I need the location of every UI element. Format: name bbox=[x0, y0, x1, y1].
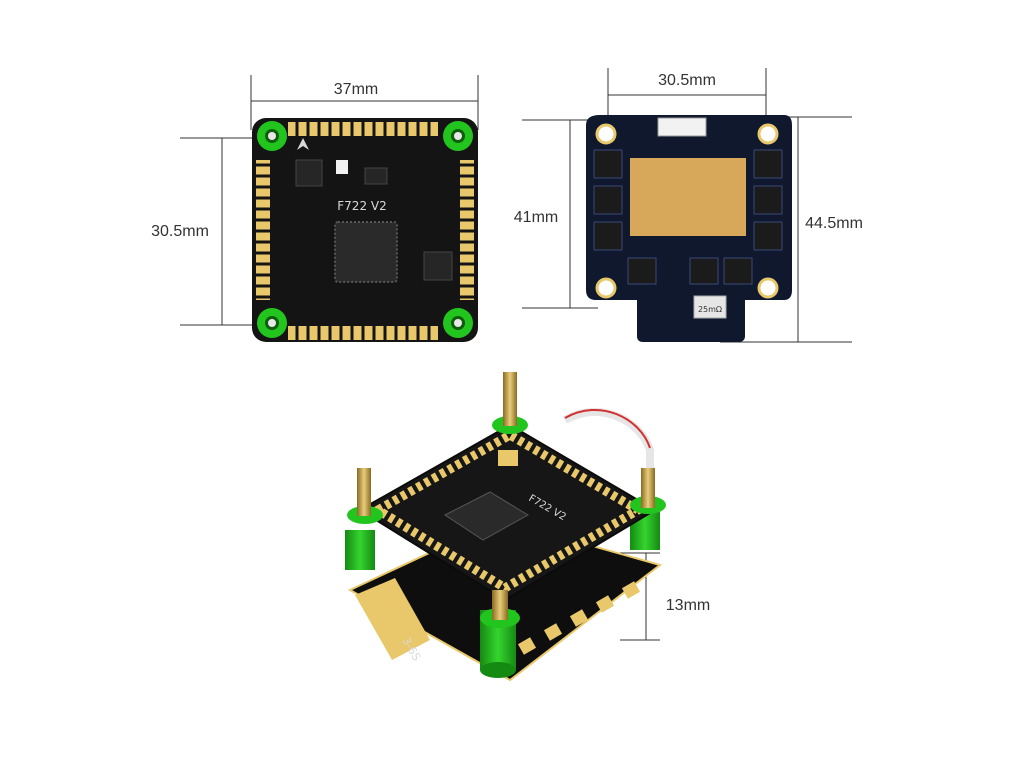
fc-mounting-grommets bbox=[257, 121, 473, 338]
fc-width-label: 37mm bbox=[334, 81, 378, 98]
fc-pads-bottom bbox=[288, 326, 438, 340]
fc-width-dimension bbox=[250, 75, 479, 130]
esc-height-dimension bbox=[720, 116, 852, 343]
stack-brass-screws bbox=[357, 372, 655, 620]
stack-3d-view: 13mm 3-6S F722 V2 bbox=[345, 372, 710, 682]
esc-shunt-resistor bbox=[693, 295, 727, 319]
fc-pads-right bbox=[460, 160, 474, 300]
esc-mount-spacing-label: 30.5mm bbox=[658, 72, 716, 89]
esc-view: 30.5mm 41mm 44.5mm bbox=[514, 68, 863, 343]
stack-esc-power-pads bbox=[355, 578, 430, 660]
stack-wire-red bbox=[564, 408, 651, 449]
stack-esc-motor-pads bbox=[517, 581, 641, 655]
fc-pads-left bbox=[256, 160, 270, 300]
fc-baro-chip bbox=[336, 160, 348, 174]
esc-mosfets-bottom bbox=[627, 257, 753, 285]
esc-mounting-holes bbox=[595, 123, 779, 299]
esc-mount-spacing-dimension bbox=[607, 68, 767, 120]
stack-fc-mcu-chip bbox=[444, 491, 529, 541]
esc-mosfets-right bbox=[753, 149, 783, 251]
esc-shunt-label: 25mΩ bbox=[698, 305, 722, 314]
fc-osd-chip bbox=[423, 251, 453, 281]
esc-mosfets-left bbox=[593, 149, 623, 251]
fc-model-label: F722 V2 bbox=[337, 199, 386, 213]
flight-controller-view: 37mm 30.5mm F722 V2 bbox=[151, 75, 479, 342]
fc-flash-chip bbox=[364, 167, 388, 185]
esc-capacitor-bank bbox=[630, 158, 746, 236]
stack-height-label: 13mm bbox=[666, 597, 710, 614]
fc-pads-top bbox=[288, 122, 438, 136]
fc-logo-icon bbox=[297, 138, 309, 150]
fc-height-label: 30.5mm bbox=[151, 223, 209, 240]
esc-mount-height-label: 41mm bbox=[514, 209, 558, 226]
fc-mcu-chip bbox=[334, 221, 398, 283]
stack-fc-baro-chip bbox=[498, 450, 518, 466]
esc-height-label: 44.5mm bbox=[805, 215, 863, 232]
fc-gyro-chip bbox=[295, 159, 323, 187]
esc-connector bbox=[657, 117, 707, 137]
esc-mount-height-dimension bbox=[522, 119, 598, 309]
